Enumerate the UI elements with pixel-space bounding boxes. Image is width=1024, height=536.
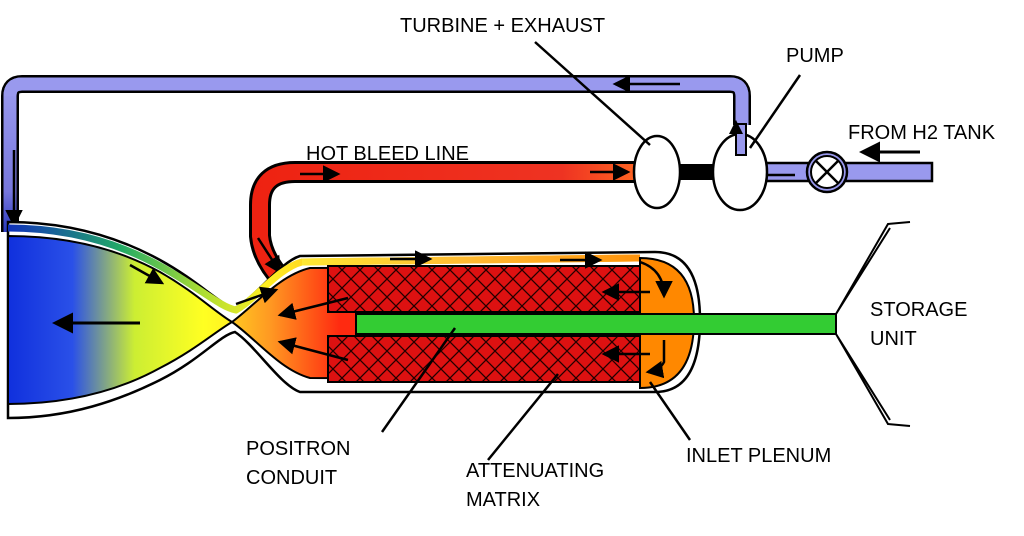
leader-line bbox=[380, 327, 457, 433]
label-inlet-plenum: INLET PLENUM bbox=[686, 445, 831, 467]
flow-arrow bbox=[277, 296, 349, 320]
attenuating-matrix-upper bbox=[327, 265, 641, 313]
flow-arrow bbox=[256, 237, 282, 275]
leader-line bbox=[648, 381, 692, 441]
turbine bbox=[632, 134, 682, 210]
label-from-h2-tank: FROM H2 TANK bbox=[848, 122, 996, 144]
label-storage-unit-1: STORAGE bbox=[870, 299, 967, 321]
nozzle-exhaust bbox=[7, 234, 234, 406]
storage-unit bbox=[835, 221, 911, 427]
flow-arrow bbox=[639, 260, 673, 299]
label-positron-conduit-2: CONDUIT bbox=[246, 467, 337, 489]
positron-conduit bbox=[355, 313, 837, 335]
label-pump: PUMP bbox=[786, 45, 844, 67]
turbine-pump-shaft bbox=[678, 164, 718, 180]
label-turbine-exhaust: TURBINE + EXHAUST bbox=[400, 15, 605, 37]
valve-icon bbox=[805, 150, 849, 194]
label-attenuating-matrix-2: MATRIX bbox=[466, 489, 540, 511]
flow-arrow bbox=[129, 263, 165, 285]
label-storage-unit-2: UNIT bbox=[870, 328, 917, 350]
leader-line bbox=[748, 74, 802, 149]
leader-line bbox=[534, 41, 651, 146]
label-positron-conduit-1: POSITRON bbox=[246, 438, 350, 460]
flow-arrow bbox=[645, 340, 666, 379]
flow-arrow bbox=[235, 286, 279, 306]
leader-line bbox=[487, 373, 559, 461]
label-attenuating-matrix-1: ATTENUATING bbox=[466, 460, 604, 482]
flow-arrow bbox=[277, 337, 349, 362]
attenuating-matrix-lower bbox=[327, 335, 641, 383]
label-hot-bleed-line: HOT BLEED LINE bbox=[306, 143, 469, 165]
